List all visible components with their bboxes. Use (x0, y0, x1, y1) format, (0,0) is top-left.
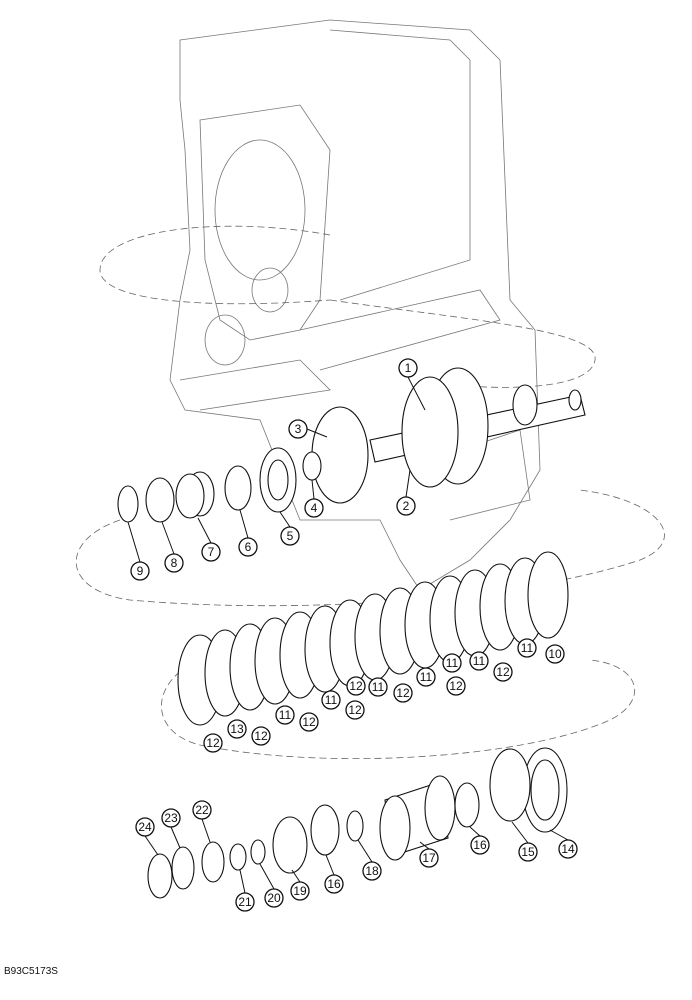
svg-text:1: 1 (405, 361, 412, 375)
callout-12: 12 (299, 712, 319, 732)
small-parts-row (117, 447, 297, 523)
clutch-shaft-assembly (302, 367, 586, 504)
callout-8: 8 (164, 553, 184, 573)
svg-text:20: 20 (267, 891, 281, 905)
svg-text:18: 18 (365, 864, 379, 878)
callout-7: 7 (201, 542, 221, 562)
svg-text:19: 19 (293, 884, 307, 898)
callout-12: 12 (345, 700, 365, 720)
callout-3: 3 (288, 419, 308, 439)
svg-text:11: 11 (473, 654, 486, 668)
svg-text:11: 11 (279, 708, 292, 722)
callout-22: 22 (192, 800, 212, 820)
svg-text:9: 9 (137, 564, 144, 578)
callout-11: 11 (469, 651, 489, 671)
callout-12: 12 (346, 676, 366, 696)
callout-11: 11 (368, 677, 388, 697)
callout-9: 9 (130, 561, 150, 581)
svg-text:12: 12 (348, 703, 362, 717)
clutch-disc-pack (177, 551, 569, 726)
callout-1: 1 (398, 358, 418, 378)
svg-text:12: 12 (206, 736, 220, 750)
callout-14: 14 (558, 839, 578, 859)
svg-text:2: 2 (403, 499, 410, 513)
svg-text:24: 24 (138, 820, 152, 834)
callout-11: 11 (416, 667, 436, 687)
svg-text:6: 6 (245, 540, 252, 554)
svg-text:11: 11 (420, 670, 433, 684)
svg-text:10: 10 (548, 647, 562, 661)
callout-21: 21 (235, 892, 255, 912)
svg-text:12: 12 (396, 686, 410, 700)
callout-18: 18 (362, 861, 382, 881)
svg-text:5: 5 (287, 529, 294, 543)
callout-11: 11 (321, 690, 341, 710)
svg-text:16: 16 (327, 877, 341, 891)
callout-15: 15 (518, 842, 538, 862)
callout-13: 13 (227, 719, 247, 739)
svg-text:11: 11 (325, 693, 338, 707)
svg-text:21: 21 (238, 895, 252, 909)
svg-text:23: 23 (164, 811, 178, 825)
figure-code: B93C5173S (4, 966, 58, 977)
svg-text:12: 12 (496, 665, 510, 679)
svg-text:13: 13 (230, 722, 244, 736)
callout-12: 12 (446, 676, 466, 696)
callout-12: 12 (393, 683, 413, 703)
svg-text:22: 22 (195, 803, 209, 817)
callout-10: 10 (545, 644, 565, 664)
leader-lines (127, 376, 569, 894)
svg-text:15: 15 (521, 845, 535, 859)
callout-12: 12 (203, 733, 223, 753)
svg-text:7: 7 (208, 545, 215, 559)
svg-text:12: 12 (349, 679, 363, 693)
svg-text:12: 12 (254, 729, 268, 743)
callout-12: 12 (493, 662, 513, 682)
callout-12: 12 (251, 726, 271, 746)
svg-text:8: 8 (171, 556, 178, 570)
callout-2: 2 (396, 496, 416, 516)
callout-20: 20 (264, 888, 284, 908)
svg-text:16: 16 (473, 838, 487, 852)
callout-6: 6 (238, 537, 258, 557)
callout-24: 24 (135, 817, 155, 837)
lower-parts-row (147, 747, 568, 899)
svg-text:12: 12 (449, 679, 463, 693)
svg-text:11: 11 (372, 680, 385, 694)
callout-23: 23 (161, 808, 181, 828)
callout-5: 5 (280, 526, 300, 546)
svg-text:11: 11 (521, 641, 534, 655)
svg-text:12: 12 (302, 715, 316, 729)
svg-text:4: 4 (311, 501, 318, 515)
svg-text:3: 3 (295, 422, 302, 436)
svg-text:17: 17 (422, 851, 436, 865)
callout-17: 17 (419, 848, 439, 868)
callout-11: 11 (517, 638, 537, 658)
callout-16: 16 (470, 835, 490, 855)
callout-11: 11 (442, 653, 462, 673)
svg-text:11: 11 (446, 656, 459, 670)
callout-11: 11 (275, 705, 295, 725)
transmission-housing (169, 19, 541, 591)
callout-4: 4 (304, 498, 324, 518)
callout-16: 16 (324, 874, 344, 894)
svg-text:14: 14 (561, 842, 575, 856)
callout-19: 19 (290, 881, 310, 901)
